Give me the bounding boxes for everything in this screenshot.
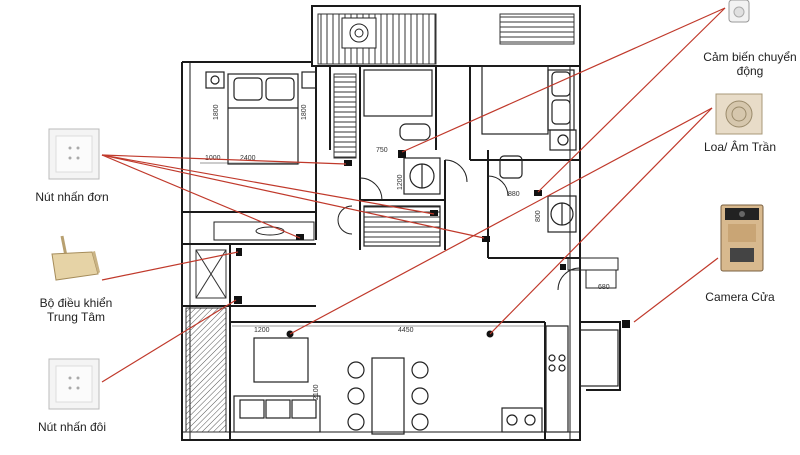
dim-800: 800 [535, 210, 542, 222]
entry-door [580, 321, 621, 391]
central-controller-label: Bộ điều khiển Trung Tâm [20, 296, 132, 324]
washing-machine [341, 17, 377, 49]
living-area [233, 325, 619, 435]
speaker-label: Loa/ Âm Trần [703, 140, 777, 154]
motion-sensor-icon [727, 0, 751, 24]
shaft-box [195, 249, 227, 299]
stair-hatch [185, 307, 227, 433]
bed-right [481, 65, 577, 151]
motion-sensor-label: Cảm biến chuyển động [695, 50, 800, 78]
double-switch-icon [48, 358, 100, 410]
speaker-icon [715, 93, 763, 135]
interior-walls [182, 66, 580, 440]
door-camera-icon [720, 204, 764, 272]
plan-device-markers [234, 150, 630, 328]
motion-sensor-label-line2: động [736, 64, 764, 78]
bathroom-2 [499, 155, 577, 233]
central-controller-label-line1: Bộ điều khiển [39, 296, 113, 310]
camera-label: Camera Cửa [705, 290, 775, 304]
motion-sensor-label-line1: Cảm biến chuyển [703, 50, 797, 64]
single-switch-icon [48, 128, 100, 180]
central-controller-label-line2: Trung Tâm [46, 310, 106, 324]
dim-750: 750 [376, 147, 388, 154]
dim-1200: 1200 [254, 327, 270, 334]
balcony-right-hatch [499, 13, 575, 45]
pointer-lines [101, 7, 726, 383]
balcony-left-hatch [317, 13, 437, 65]
central-controller-icon [48, 234, 102, 284]
dim-1800-left: 1800 [213, 104, 220, 120]
desk-bedroom1 [213, 221, 315, 241]
single-switch-label: Nút nhấn đơn [35, 190, 109, 204]
dim-2100: 2100 [313, 384, 320, 400]
dim-1200-vert: 1200 [397, 174, 404, 190]
bed-left [205, 71, 317, 165]
entry-shelf [567, 257, 619, 271]
dim-2400: 2400 [240, 155, 256, 162]
wardrobe [333, 73, 357, 159]
dim-1800-right: 1800 [301, 104, 308, 120]
door-swings [337, 159, 581, 291]
dim-4450: 4450 [398, 327, 414, 334]
dim-880: 880 [508, 191, 520, 198]
double-switch-label: Nút nhấn đôi [37, 420, 107, 434]
